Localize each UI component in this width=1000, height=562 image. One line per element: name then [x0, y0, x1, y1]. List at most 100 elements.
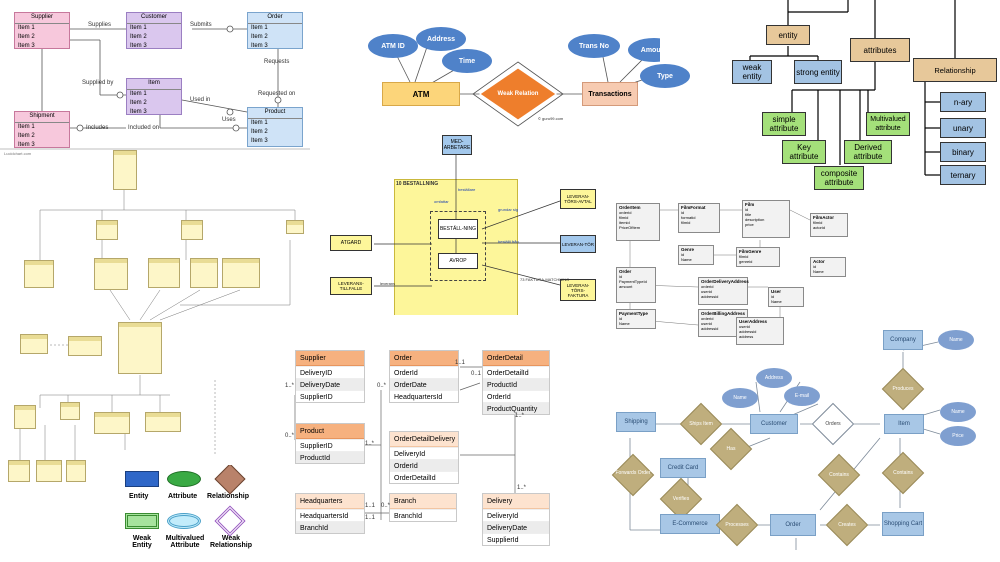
filmgenre-table: FilmGenre filmid genreid	[736, 247, 780, 267]
nary-node: n-ary	[940, 92, 986, 112]
table-row: BranchId	[390, 509, 456, 521]
orderitem-table: OrderItem orderid filmid itemid PriceOfI…	[616, 203, 660, 241]
inner-dashed-frame	[430, 211, 486, 281]
table-title: OrderBillingAddress	[701, 311, 746, 316]
strong-entity-node: strong entity	[794, 60, 842, 84]
table-row: DeliveryId	[483, 509, 549, 521]
entity-attr: Item 1	[18, 25, 35, 31]
table-row: ProductId	[296, 451, 364, 463]
legend-label: Entity	[129, 493, 149, 500]
table-row: Name	[619, 321, 630, 326]
table-title: Branch	[390, 494, 456, 509]
table-row: id	[771, 294, 775, 299]
name-attribute: Name	[938, 330, 974, 350]
multiplicity: 1..1	[455, 360, 466, 366]
table-row: userid	[739, 324, 750, 329]
table-row: ProductQuantity	[483, 402, 549, 414]
table-title: OrderItem	[619, 205, 641, 210]
relationship-shape	[214, 465, 246, 495]
order-table: Order id PaymentTypeId amount	[616, 267, 656, 303]
uml-class	[286, 220, 304, 234]
filmformat-table: FilmFormat id formatid filmid	[678, 203, 720, 233]
uml-class	[20, 334, 48, 354]
legend-label: Attribute	[168, 493, 198, 500]
rel-label: Processes	[725, 522, 749, 528]
avrop-entity: AVROP	[438, 253, 478, 269]
entity-attr: Item 3	[18, 142, 35, 148]
entity-title: Supplier	[15, 13, 69, 24]
order-entity: Order	[770, 514, 816, 536]
table-title: Order	[619, 269, 632, 274]
leverantorsfaktura-entity: LEVERAN-TÖRS-FAKTURA	[560, 279, 596, 301]
panel-legend: Entity Attribute Relationship Weak Entit…	[115, 465, 275, 560]
table-row: userid	[701, 321, 712, 326]
table-row: filmid	[739, 254, 749, 259]
table-row: DeliveryDate	[296, 378, 364, 390]
film-table: Film id title description price	[742, 200, 790, 238]
table-row: id	[681, 252, 685, 257]
table-row: title	[745, 212, 752, 217]
entity-attr: Item 2	[130, 34, 147, 40]
rel-label: grundar sig	[498, 207, 519, 212]
entity-attr: Item 2	[18, 133, 35, 139]
entity-attr: Item 3	[130, 109, 147, 115]
table-row: OrderDetailId	[483, 366, 549, 378]
uml-class	[68, 336, 102, 356]
multiplicity: 0..1	[471, 371, 482, 377]
table-row: id	[745, 207, 749, 212]
table-title: Headquarters	[296, 494, 364, 509]
entity-attr: Item 1	[130, 25, 147, 31]
table-row: SupplierID	[296, 439, 364, 451]
panel1-connectors	[0, 25, 310, 150]
panel-atm: ATM ID Address Time ATM Weak Relation Tr…	[360, 22, 660, 132]
customer-entity: Customer Item 1 Item 2 Item 3	[126, 12, 182, 49]
orderdeliveryaddress-table: OrderDeliveryAddress orderid userid addr…	[698, 277, 749, 305]
entity-attr: Item 1	[18, 124, 35, 130]
table-row: ProductId	[483, 378, 549, 390]
rel-label: Orders	[825, 421, 841, 427]
rel-label: Supplies	[88, 22, 112, 28]
table-title: Genre	[681, 247, 695, 252]
entity-title: Product	[248, 108, 302, 119]
uml-class	[8, 460, 30, 482]
table-row: PriceOfItem	[619, 225, 641, 230]
table-row: amount	[619, 284, 633, 289]
table-row: id	[619, 274, 623, 279]
entity-title: Order	[248, 13, 302, 24]
table-row: PaymentTypeId	[619, 279, 647, 284]
atm-entity: ATM	[382, 82, 460, 106]
table-row: filmid	[681, 220, 691, 225]
table-title: OrderDeliveryAddress	[701, 279, 749, 284]
table-title: Delivery	[483, 494, 549, 509]
product-table: Product SupplierID ProductId	[295, 423, 365, 464]
panel5-connectors	[374, 155, 561, 287]
rel-label: 73 FAKTURA-MATCHNING	[520, 277, 570, 282]
table-row: SupplierId	[483, 533, 549, 545]
rel-label: Requested on	[258, 91, 296, 97]
order-table: Order OrderId OrderDate HeadquartersId	[389, 350, 459, 403]
rel-label: Verifies	[672, 496, 690, 502]
binary-node: binary	[940, 142, 986, 162]
table-row: addressid	[701, 326, 719, 331]
relationship-node: Relationship	[913, 58, 997, 82]
rel-label: Ships Item	[689, 421, 713, 427]
entity-title: Customer	[127, 13, 181, 24]
supplier-entity: Supplier Item 1 Item 2 Item 3	[14, 12, 70, 49]
uml-class	[118, 322, 162, 374]
rel-label: beställt från	[498, 239, 519, 244]
table-row: filmid	[619, 215, 629, 220]
rel-label: Has	[726, 446, 736, 452]
entity-attr: Item 2	[251, 129, 268, 135]
entity-attr: Item 3	[251, 138, 268, 144]
table-row: OrderDate	[390, 378, 458, 390]
entity-attr: Item 1	[251, 25, 268, 31]
panel-lucid-erd: Supplier Item 1 Item 2 Item 3 Customer I…	[0, 0, 310, 158]
uml-class	[66, 460, 86, 482]
rel-label: Contains	[893, 470, 913, 476]
table-title: User	[771, 289, 782, 294]
table-title: FilmActor	[813, 215, 835, 220]
delivery-table: Delivery DeliveryId DeliveryDate Supplie…	[482, 493, 550, 546]
leverantorsavtal-entity: LEVERAN-TÖRS-AVTAL	[560, 189, 596, 209]
attributes-node: attributes	[850, 38, 910, 62]
rel-label: Forwards Order	[615, 470, 651, 476]
